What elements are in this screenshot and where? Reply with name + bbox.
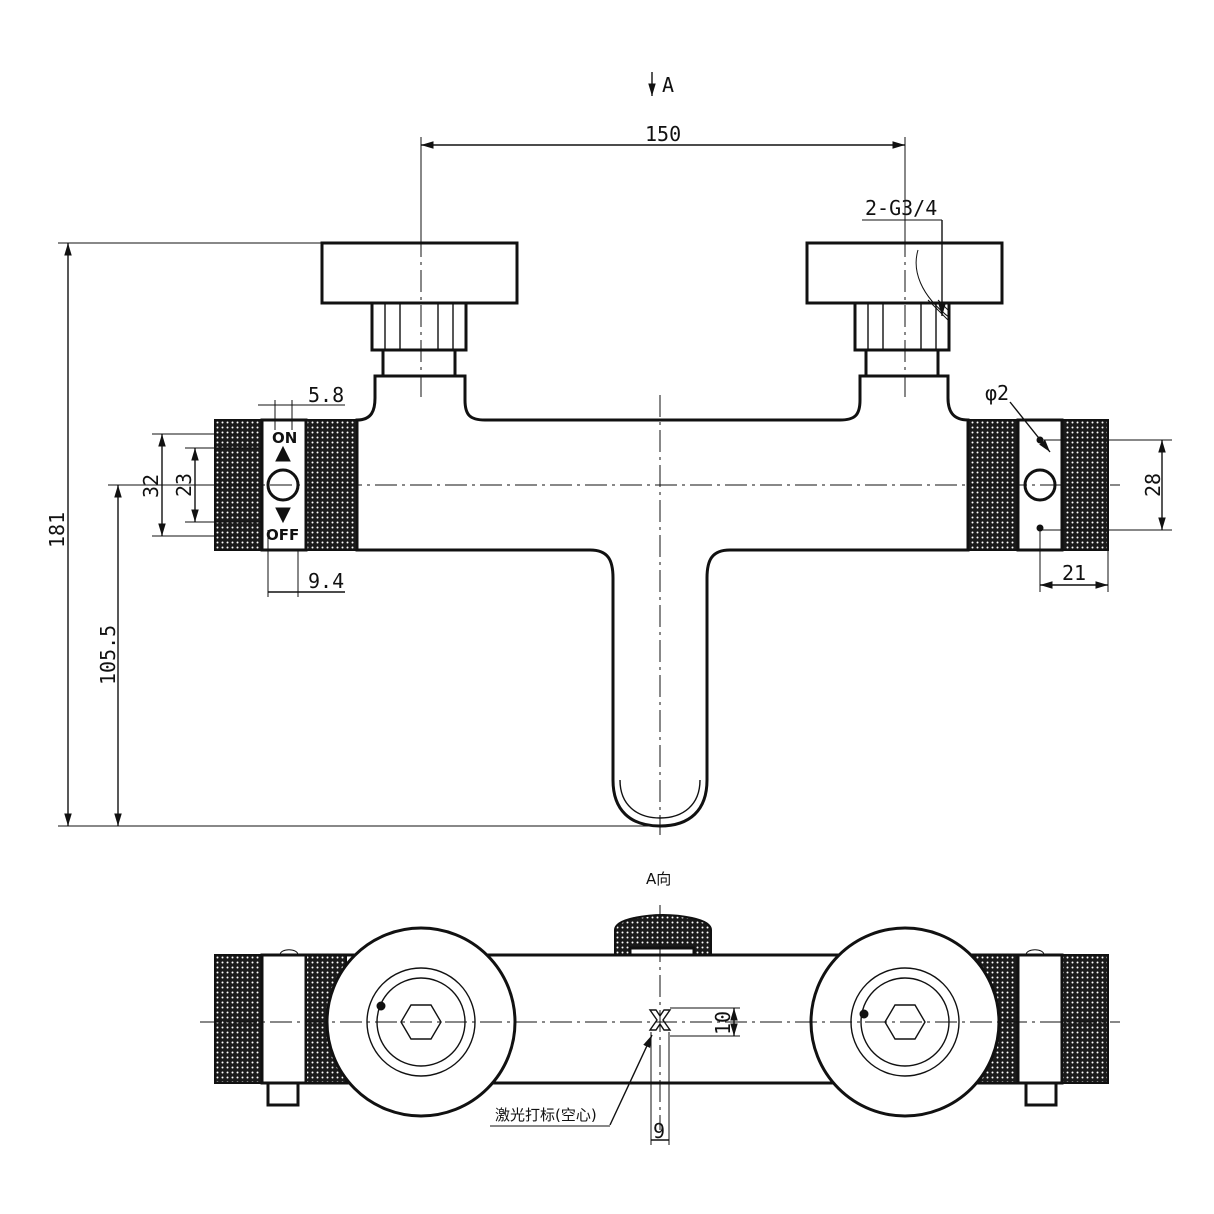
on-arrow-icon	[275, 445, 291, 462]
view-marker-label: A	[662, 73, 674, 97]
top-knob	[614, 913, 712, 960]
dimension-5-8: 5.8	[258, 383, 345, 430]
dimension-total-height: 181	[45, 242, 660, 827]
svg-text:105.5: 105.5	[96, 625, 120, 685]
svg-text:φ2: φ2	[985, 381, 1009, 405]
top-view-a: A向	[200, 870, 1120, 1145]
svg-text:21: 21	[1062, 561, 1086, 585]
dimension-28: 28	[1040, 439, 1172, 531]
front-view: A	[45, 72, 1172, 835]
svg-text:150: 150	[645, 122, 681, 146]
off-arrow-icon	[275, 507, 291, 524]
view-a-title: A向	[646, 870, 671, 888]
dimension-9-4: 9.4	[267, 530, 345, 597]
hex-socket-icon	[400, 1004, 442, 1040]
valve-body	[355, 374, 970, 828]
svg-text:181: 181	[45, 512, 69, 548]
dimension-32: 32	[139, 433, 262, 537]
svg-text:28: 28	[1141, 473, 1165, 497]
off-label: OFF	[266, 526, 299, 544]
top-view-right-handle	[974, 949, 1109, 1107]
svg-text:2-G3/4: 2-G3/4	[865, 196, 937, 220]
svg-text:5.8: 5.8	[308, 383, 344, 407]
svg-text:9.4: 9.4	[308, 569, 344, 593]
svg-text:23: 23	[172, 473, 196, 497]
svg-text:10: 10	[711, 1011, 735, 1035]
dimension-pin-diameter: φ2	[985, 381, 1051, 453]
laser-mark-note: 激光打标(空心)	[495, 1106, 597, 1124]
view-direction-marker: A	[648, 72, 674, 97]
svg-text:32: 32	[139, 474, 163, 498]
dimension-21: 21	[1039, 530, 1109, 592]
dimension-center-distance: 150	[420, 122, 906, 243]
svg-text:9: 9	[653, 1119, 665, 1143]
dimension-thread: 2-G3/4	[862, 196, 946, 316]
laser-logo-mark: 10 9 激光打标(空心)	[490, 1007, 740, 1145]
left-eccentric-connector	[320, 241, 519, 378]
dimension-outlet-height: 105.5	[96, 484, 215, 826]
on-label: ON	[272, 429, 297, 447]
dimension-23: 23	[172, 447, 262, 523]
